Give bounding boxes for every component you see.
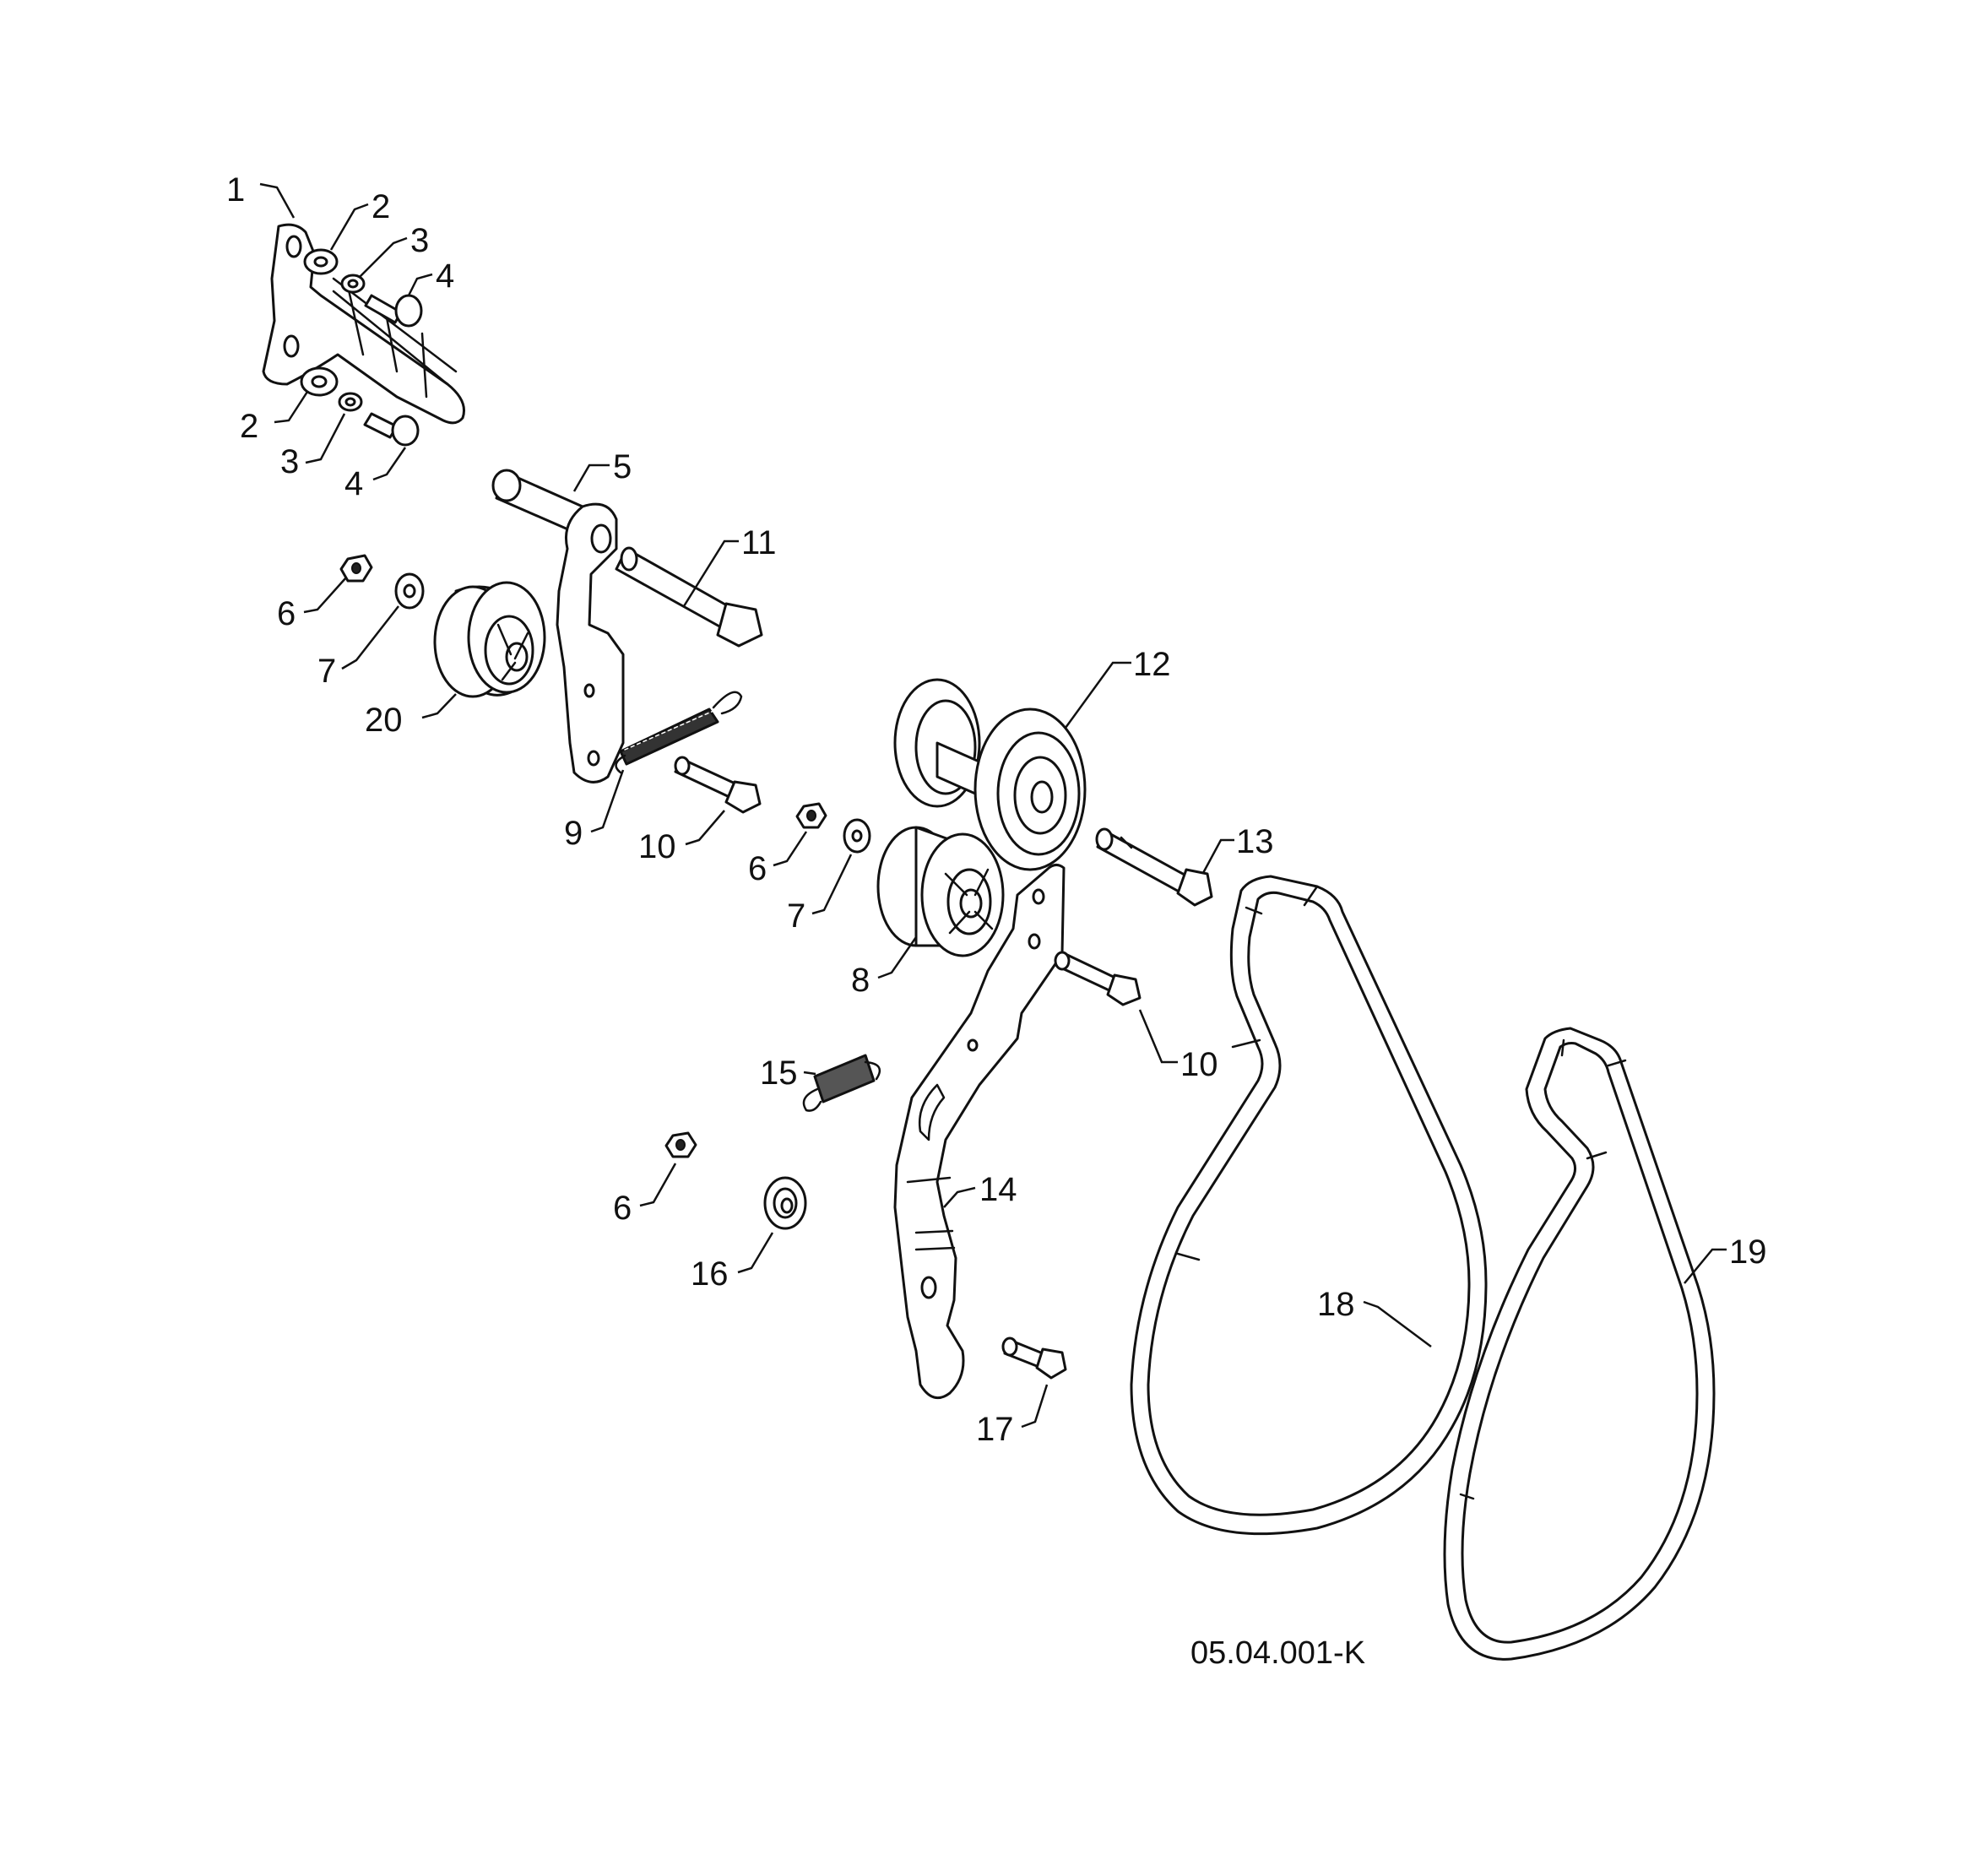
washer-part bbox=[303, 248, 339, 275]
bracket-plate-part bbox=[262, 223, 465, 425]
callout-7: 7 bbox=[787, 897, 805, 935]
callout-10: 10 bbox=[638, 828, 676, 865]
tensioner-arm-part bbox=[893, 864, 1066, 1400]
callout-19: 19 bbox=[1729, 1233, 1767, 1271]
long-bolt-part bbox=[615, 546, 763, 648]
callout-18: 18 bbox=[1317, 1286, 1355, 1323]
lock-washer-part bbox=[338, 392, 363, 412]
nut-part bbox=[795, 802, 827, 829]
bolt-part bbox=[674, 756, 762, 814]
bushing-part bbox=[763, 1176, 807, 1230]
callout-10: 10 bbox=[1180, 1046, 1218, 1083]
bolt-part bbox=[1001, 1337, 1067, 1380]
tension-spring-part bbox=[615, 691, 743, 774]
callout-13: 13 bbox=[1236, 823, 1274, 860]
nut-part bbox=[339, 554, 373, 583]
callout-2: 2 bbox=[240, 408, 258, 445]
lock-washer-part bbox=[340, 274, 366, 294]
callout-labels: 1 2 3 4 2 3 4 5 11 6 7 20 12 9 10 6 7 13… bbox=[226, 171, 1767, 1448]
washer-part bbox=[300, 366, 339, 397]
callout-1: 1 bbox=[226, 171, 245, 209]
small-spring-part bbox=[802, 1054, 881, 1112]
callout-4: 4 bbox=[436, 258, 454, 295]
callout-20: 20 bbox=[365, 702, 403, 739]
callout-15: 15 bbox=[760, 1055, 798, 1092]
double-pulley-part bbox=[893, 678, 1087, 871]
bolt-part bbox=[1095, 827, 1213, 907]
callout-3: 3 bbox=[280, 443, 299, 480]
flat-idler-pulley-part bbox=[433, 581, 546, 698]
callout-2: 2 bbox=[371, 188, 390, 225]
callout-17: 17 bbox=[976, 1411, 1014, 1448]
flat-washer-part bbox=[843, 818, 871, 854]
callout-11: 11 bbox=[741, 524, 777, 561]
idler-arm-part bbox=[491, 469, 625, 783]
callout-6: 6 bbox=[748, 850, 767, 887]
callout-8: 8 bbox=[851, 962, 870, 999]
callout-leaders bbox=[259, 182, 1727, 1429]
flat-washer-part bbox=[394, 572, 425, 610]
bolt-part bbox=[364, 294, 423, 328]
nut-part bbox=[664, 1131, 697, 1158]
drive-belt-part bbox=[1443, 1027, 1716, 1661]
bolt-part bbox=[1054, 951, 1142, 1006]
callout-3: 3 bbox=[410, 222, 429, 259]
v-idler-pulley-part bbox=[876, 826, 1005, 957]
callout-16: 16 bbox=[691, 1255, 729, 1293]
callout-6: 6 bbox=[613, 1190, 632, 1227]
callout-9: 9 bbox=[564, 815, 583, 852]
callout-4: 4 bbox=[344, 465, 363, 502]
drive-belt-part bbox=[1130, 875, 1488, 1536]
callout-5: 5 bbox=[613, 448, 632, 485]
callout-12: 12 bbox=[1133, 646, 1171, 683]
bolt-part bbox=[363, 412, 420, 447]
diagram-reference-code: 05.04.001-K bbox=[1190, 1635, 1365, 1671]
callout-14: 14 bbox=[979, 1171, 1017, 1208]
callout-6: 6 bbox=[277, 595, 296, 632]
callout-7: 7 bbox=[317, 653, 336, 690]
